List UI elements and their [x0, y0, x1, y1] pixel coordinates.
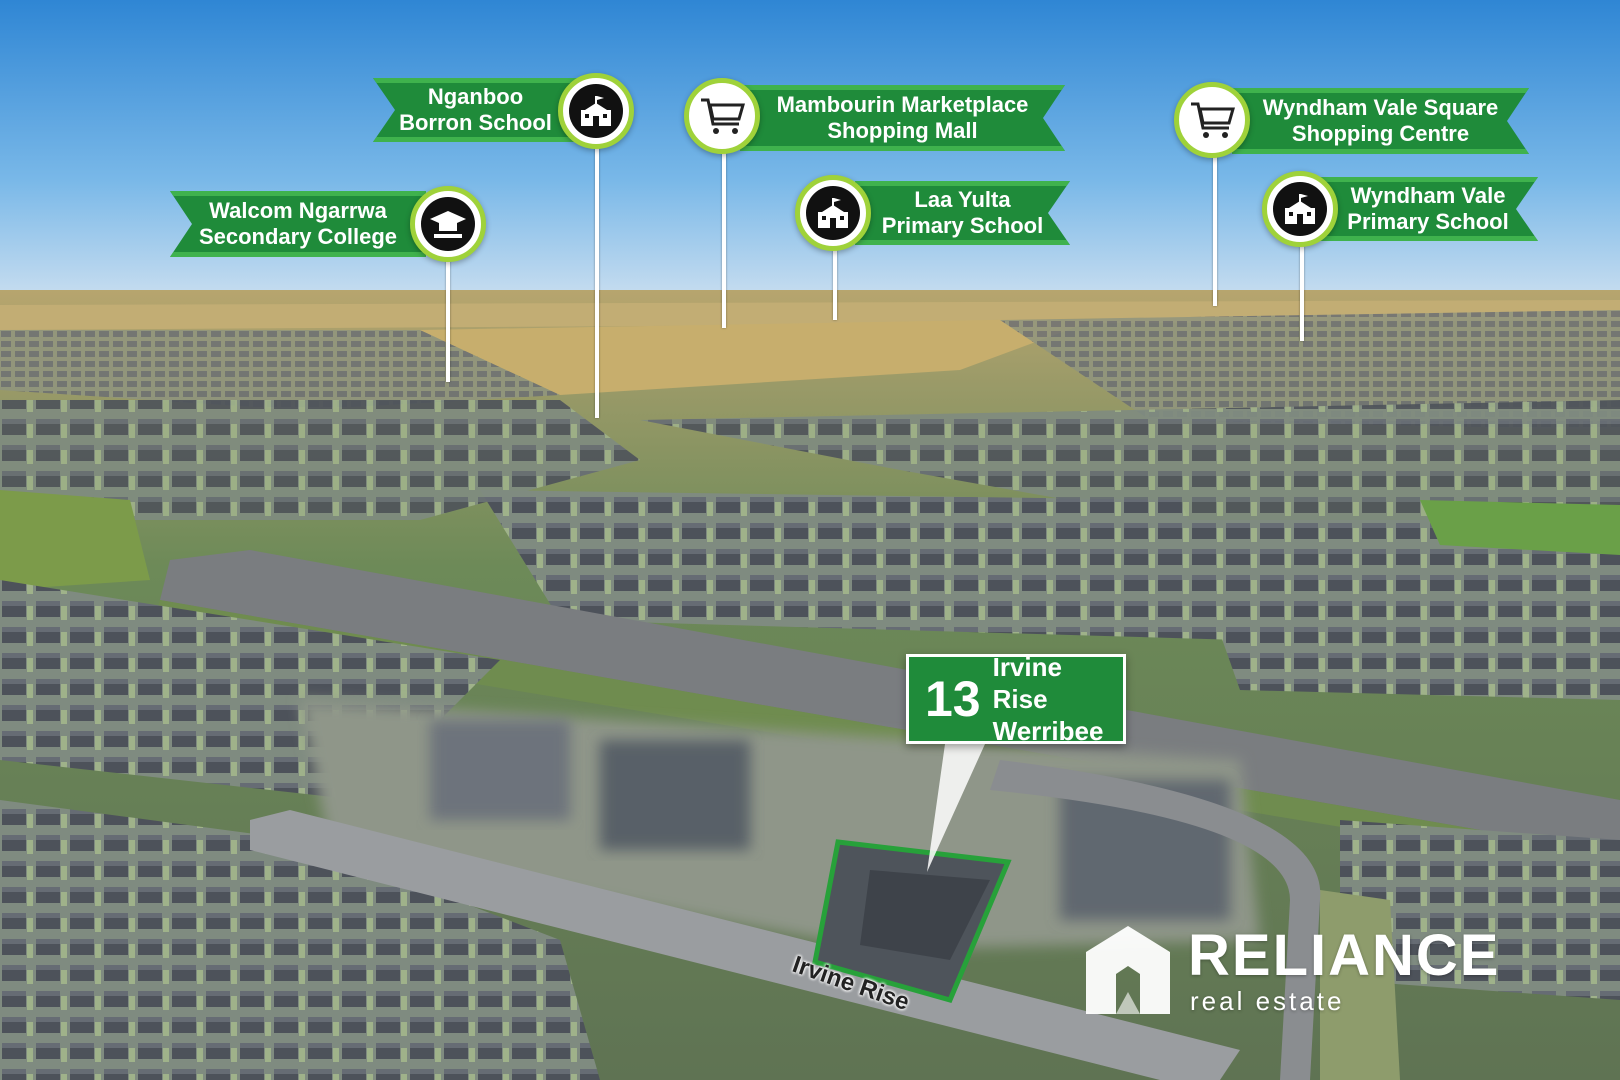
poi-name-line1: Walcom Ngarrwa	[209, 198, 387, 223]
poi-banner: Wyndham Vale Square Shopping Centre	[1232, 88, 1529, 154]
graduation-cap-icon	[430, 211, 466, 238]
property-address-callout: 13 Irvine Rise Werribee	[906, 652, 1126, 746]
poi-pin	[833, 250, 837, 320]
poi-banner: Nganboo Borron School	[373, 78, 578, 142]
poi-name-line2: Secondary College	[198, 224, 398, 249]
brand-tagline: real estate	[1190, 986, 1345, 1016]
school-building-icon	[1285, 194, 1315, 224]
poi-pin	[595, 148, 599, 418]
agency-logo: RELIANCE real estate	[1078, 920, 1518, 1020]
shopping-cart-icon	[701, 98, 745, 134]
poi-icon-circle	[795, 175, 871, 251]
shopping-cart-icon	[1191, 102, 1235, 138]
poi-name-line1: Wyndham Vale	[1350, 183, 1506, 208]
school-building-icon	[818, 198, 848, 228]
poi-name-line1: Mambourin Marketplace	[776, 92, 1029, 117]
poi-name-line2: Shopping Centre	[1291, 121, 1470, 146]
poi-icon-circle	[684, 78, 760, 154]
poi-icon-circle	[410, 186, 486, 262]
street-number: 13	[925, 671, 981, 727]
poi-name-line2: Shopping Mall	[827, 118, 978, 143]
poi-pin	[446, 258, 450, 382]
poi-name-line1: Wyndham Vale Square	[1262, 95, 1499, 120]
poi-banner: Mambourin Marketplace Shopping Mall	[740, 85, 1065, 151]
poi-banner: Wyndham Vale Primary School	[1318, 177, 1538, 241]
poi-pin	[722, 152, 726, 328]
poi-name-line2: Primary School	[881, 213, 1044, 238]
poi-banner: Laa Yulta Primary School	[855, 181, 1070, 245]
poi-name-line2: Borron School	[399, 110, 552, 135]
poi-banner: Walcom Ngarrwa Secondary College	[170, 191, 426, 257]
poi-pin	[1300, 246, 1304, 341]
poi-name-line2: Primary School	[1347, 209, 1509, 234]
suburb-name: Werribee	[992, 716, 1104, 746]
poi-icon-circle	[558, 73, 634, 149]
poi-pin	[1213, 156, 1217, 306]
poi-icon-circle	[1174, 82, 1250, 158]
school-building-icon	[581, 96, 611, 126]
house-logo-icon	[1086, 926, 1170, 1014]
poi-name-line1: Nganboo	[427, 84, 524, 109]
poi-icon-circle	[1262, 171, 1338, 247]
street-name: Irvine Rise	[992, 652, 1062, 714]
brand-name: RELIANCE	[1188, 923, 1501, 988]
callout-beam	[927, 744, 985, 872]
poi-name-line1: Laa Yulta	[914, 187, 1011, 212]
